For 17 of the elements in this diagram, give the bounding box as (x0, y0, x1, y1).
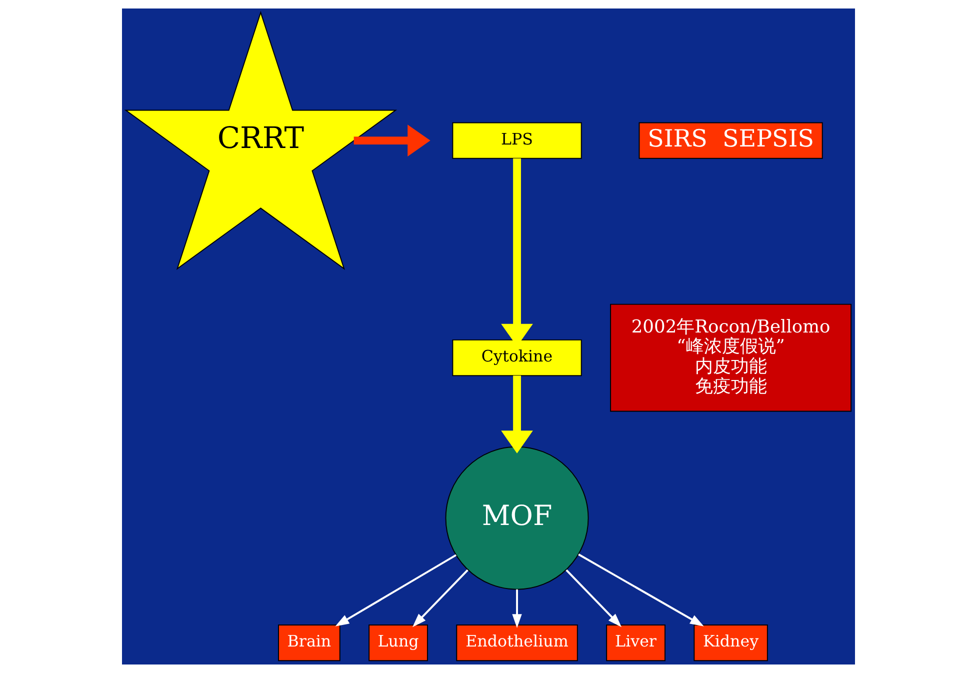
arrow (353, 124, 430, 156)
arrow (500, 376, 532, 454)
node-box: Cytokine (452, 339, 582, 376)
node-box: 2002年Rocon/Bellomo “峰浓度假说” 内皮功能 免疫功能 (610, 304, 852, 412)
arrow (512, 589, 522, 628)
node-circle: MOF (444, 446, 588, 590)
arrow (565, 569, 622, 628)
arrow (334, 554, 456, 626)
node-box: Kidney (693, 624, 768, 662)
node-box: Lung (368, 624, 428, 662)
node-box: Endothelium (456, 624, 578, 662)
node-box: LPS (452, 122, 582, 159)
arrow (578, 554, 704, 626)
node-box: Liver (606, 624, 665, 662)
node-box: Brain (278, 624, 340, 662)
arrow (412, 569, 468, 628)
node-box: SIRS SEPSIS (638, 122, 822, 159)
